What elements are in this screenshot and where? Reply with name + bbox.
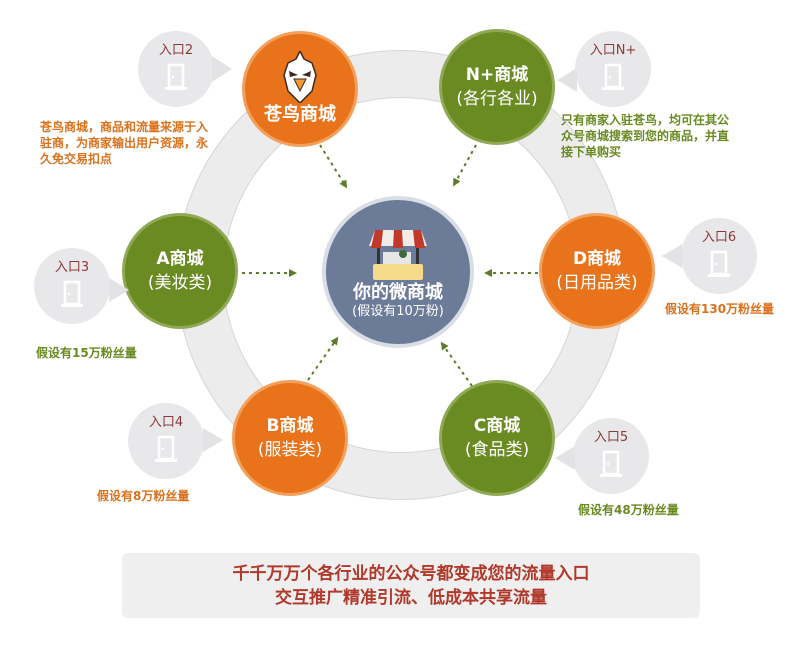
mall-node-d[interactable]: D商城 (日用品类) xyxy=(539,213,655,329)
entry-pointer xyxy=(662,244,682,268)
summary-banner: 千千万万个各行业的公众号都变成您的流量入口 交互推广精准引流、低成本共享流量 xyxy=(122,553,700,618)
note-c-fans: 假设有48万粉丝量 xyxy=(578,503,679,517)
note-line: 久免交易扣点 xyxy=(40,152,113,166)
entry-label: 入口3 xyxy=(54,260,90,275)
door-icon xyxy=(708,250,730,277)
mall-title: C商城 xyxy=(473,416,521,436)
note-line: 接下单购买 xyxy=(561,145,622,159)
mall-node-cangniao[interactable]: 苍鸟商城 xyxy=(242,31,358,147)
note-d-fans: 假设有130万粉丝量 xyxy=(665,302,775,316)
mall-title: 苍鸟商城 xyxy=(264,104,336,125)
entry-label: 入口5 xyxy=(593,430,629,445)
door-icon xyxy=(165,63,187,90)
entry-nplus[interactable]: 入口N+ xyxy=(575,31,651,107)
door-icon xyxy=(155,435,177,462)
mall-subtitle: (食品类) xyxy=(464,440,530,460)
note-line: 只有商家入驻苍鸟，均可在其公 xyxy=(561,113,730,127)
door-icon xyxy=(602,63,624,90)
entry-label: 入口6 xyxy=(701,230,737,245)
center-shop-node: 你的微商城 (假设有10万粉) xyxy=(322,196,474,348)
entry-pointer xyxy=(555,446,575,470)
entry-label: 入口4 xyxy=(148,415,184,430)
note-cangniao: 苍鸟商城，商品和流量来源于入 驻商，为商家输出用户资源，永 久免交易扣点 xyxy=(40,119,240,167)
mall-title: A商城 xyxy=(156,249,204,269)
note-nplus: 只有商家入驻苍鸟，均可在其公 众号商城搜索到您的商品，并直 接下单购买 xyxy=(561,112,761,160)
entry-pointer xyxy=(109,278,129,302)
note-line: 众号商城搜索到您的商品，并直 xyxy=(561,129,730,143)
note-a-fans: 假设有15万粉丝量 xyxy=(36,346,137,360)
mall-node-b[interactable]: B商城 (服装类) xyxy=(232,380,348,496)
note-b-fans: 假设有8万粉丝量 xyxy=(97,489,190,503)
note-line: 驻商，为商家输出用户资源，永 xyxy=(40,136,209,150)
mall-subtitle: (日用品类) xyxy=(556,273,638,293)
mall-node-c[interactable]: C商城 (食品类) xyxy=(439,380,555,496)
mall-subtitle: (美妆类) xyxy=(147,273,213,293)
entry-6[interactable]: 入口6 xyxy=(681,218,757,294)
mall-subtitle: (服装类) xyxy=(257,440,323,460)
entry-pointer xyxy=(203,428,223,452)
mall-title: N+商城 xyxy=(465,65,529,85)
mall-subtitle: (各行各业) xyxy=(456,89,538,109)
entry-label: 入口N+ xyxy=(589,43,637,58)
entry-4[interactable]: 入口4 xyxy=(128,403,204,479)
entry-label: 入口2 xyxy=(158,43,194,58)
storefront-icon xyxy=(369,230,427,280)
entry-5[interactable]: 入口5 xyxy=(573,418,649,494)
door-icon xyxy=(61,280,83,307)
entry-2[interactable]: 入口2 xyxy=(138,31,214,107)
eagle-icon xyxy=(283,51,317,103)
note-line: 苍鸟商城，商品和流量来源于入 xyxy=(40,120,209,134)
entry-3[interactable]: 入口3 xyxy=(34,248,110,324)
entry-pointer xyxy=(557,68,577,92)
center-subtitle: (假设有10万粉) xyxy=(352,304,444,319)
entry-pointer xyxy=(212,56,232,82)
mall-title: D商城 xyxy=(572,249,622,269)
center-title: 你的微商城 xyxy=(353,282,443,303)
mall-node-nplus[interactable]: N+商城 (各行各业) xyxy=(439,29,555,145)
mall-title: B商城 xyxy=(266,416,314,436)
banner-line-2: 交互推广精准引流、低成本共享流量 xyxy=(275,587,547,608)
door-icon xyxy=(600,450,622,477)
banner-line-1: 千千万万个各行业的公众号都变成您的流量入口 xyxy=(232,563,590,584)
mall-node-a[interactable]: A商城 (美妆类) xyxy=(122,213,238,329)
